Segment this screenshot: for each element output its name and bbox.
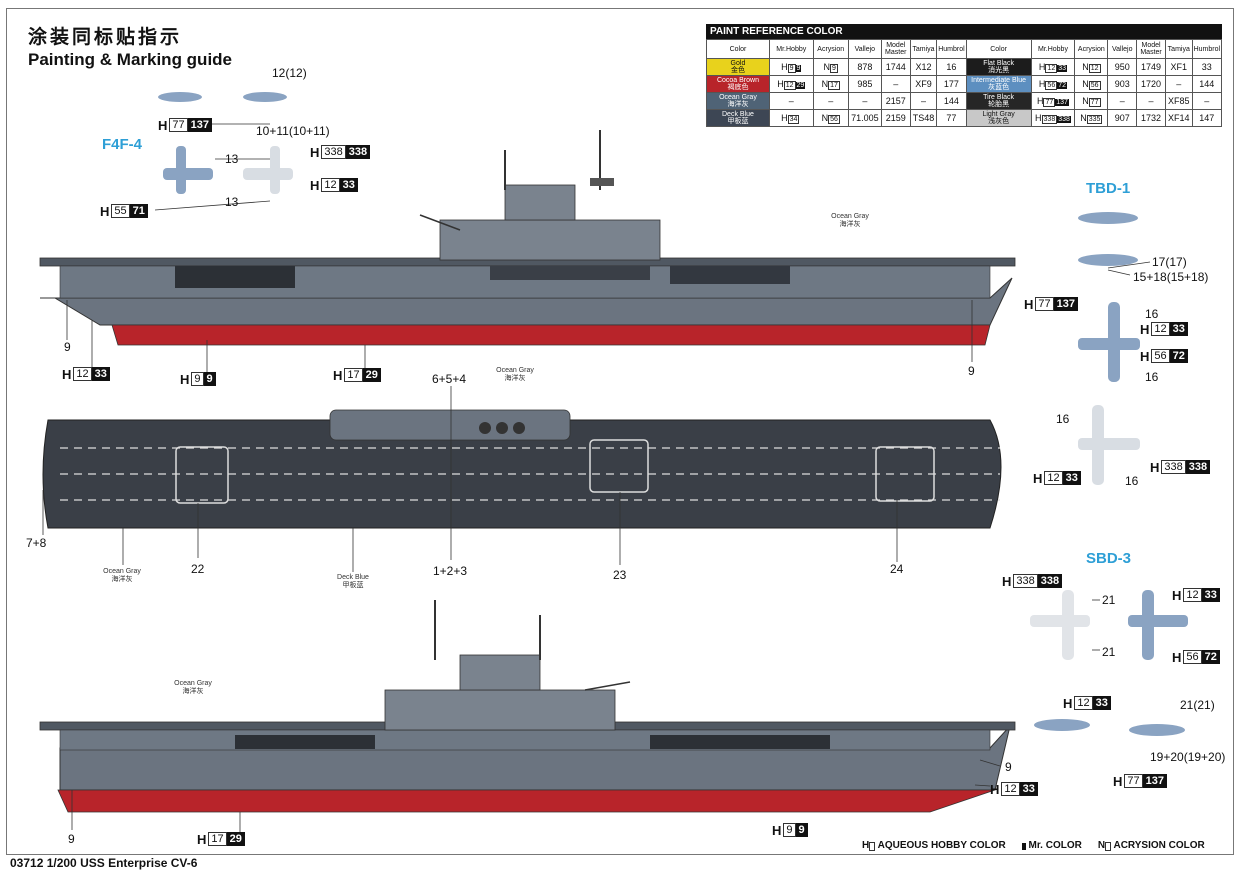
callout-16a: 16 bbox=[1145, 307, 1159, 321]
label-f4f-4: F4F-4 bbox=[102, 136, 143, 153]
page-frame bbox=[6, 8, 1234, 855]
paint-table-heading: PAINT REFERENCE COLOR bbox=[706, 24, 1222, 39]
callout-13b: 13 bbox=[225, 195, 239, 209]
callout-16c: 16 bbox=[1056, 412, 1070, 426]
ship-side-view-top bbox=[39, 130, 1016, 346]
col-humbrol: Humbrol bbox=[936, 39, 967, 59]
callout-1-2-3: 1+2+3 bbox=[433, 564, 468, 578]
callout-9d: 9 bbox=[68, 832, 75, 846]
callout-17-17: 17(17) bbox=[1152, 255, 1187, 269]
label-tbd-1: TBD-1 bbox=[1086, 180, 1131, 197]
callout-21a: 21 bbox=[1102, 593, 1116, 607]
callout-7-8: 7+8 bbox=[26, 536, 47, 550]
callout-21b: 21 bbox=[1102, 645, 1116, 659]
paint-modelmaster: 1732 bbox=[1136, 109, 1166, 127]
paint-reference-table: PAINT REFERENCE COLOR Color Mr.Hobby Acr… bbox=[706, 24, 1223, 127]
col-modelmaster: Model Master bbox=[880, 39, 911, 59]
callout-12-12: 12(12) bbox=[272, 66, 307, 80]
paint-humbrol: 77 bbox=[936, 109, 967, 127]
ship-deck-view bbox=[42, 409, 1002, 529]
legend-hobby: H AQUEOUS HOBBY COLOR bbox=[862, 840, 1006, 851]
callout-16b: 16 bbox=[1145, 370, 1159, 384]
aircraft-f4f bbox=[158, 92, 293, 194]
aircraft-tbd bbox=[1078, 212, 1140, 485]
callout-10-11: 10+11(10+11) bbox=[256, 124, 330, 138]
title-english: Painting & Marking guide bbox=[28, 50, 233, 69]
callout-6-5-4: 6+5+4 bbox=[432, 372, 467, 386]
title-chinese: 涂装同标贴指示 bbox=[28, 26, 183, 48]
callout-9b: 9 bbox=[968, 364, 975, 378]
label-sbd-3: SBD-3 bbox=[1086, 550, 1132, 567]
col-acrysion: Acrysion bbox=[812, 39, 849, 59]
callout-13a: 13 bbox=[225, 152, 239, 166]
aircraft-sbd bbox=[1030, 590, 1188, 736]
footer-product: 03712 1/200 USS Enterprise CV-6 bbox=[10, 856, 198, 870]
callout-24: 24 bbox=[890, 562, 904, 576]
callout-19-20: 19+20(19+20) bbox=[1150, 750, 1226, 764]
callout-9a: 9 bbox=[64, 340, 71, 354]
callout-16d: 16 bbox=[1125, 474, 1139, 488]
code-legend: H AQUEOUS HOBBY COLOR Mr. COLOR N ACRYSI… bbox=[862, 840, 1205, 851]
legend-acrysion: N ACRYSION COLOR bbox=[1097, 840, 1205, 851]
paint-humbrol: 144 bbox=[1191, 75, 1223, 93]
callout-15-18: 15+18(15+18) bbox=[1133, 270, 1209, 284]
paint-humbrol: 147 bbox=[1191, 109, 1223, 127]
callout-22: 22 bbox=[191, 562, 205, 576]
paint-vallejo: 71.005 bbox=[847, 109, 882, 127]
paint-modelmaster: 2159 bbox=[880, 109, 911, 127]
callout-23: 23 bbox=[613, 568, 627, 582]
callout-21-21: 21(21) bbox=[1180, 698, 1215, 712]
legend-mr: Mr. COLOR bbox=[1021, 840, 1082, 851]
paint-modelmaster: 1744 bbox=[880, 58, 911, 76]
leader-lines bbox=[42, 123, 1151, 832]
callout-9c: 9 bbox=[1005, 760, 1012, 774]
ship-side-view-bottom bbox=[39, 600, 1016, 813]
